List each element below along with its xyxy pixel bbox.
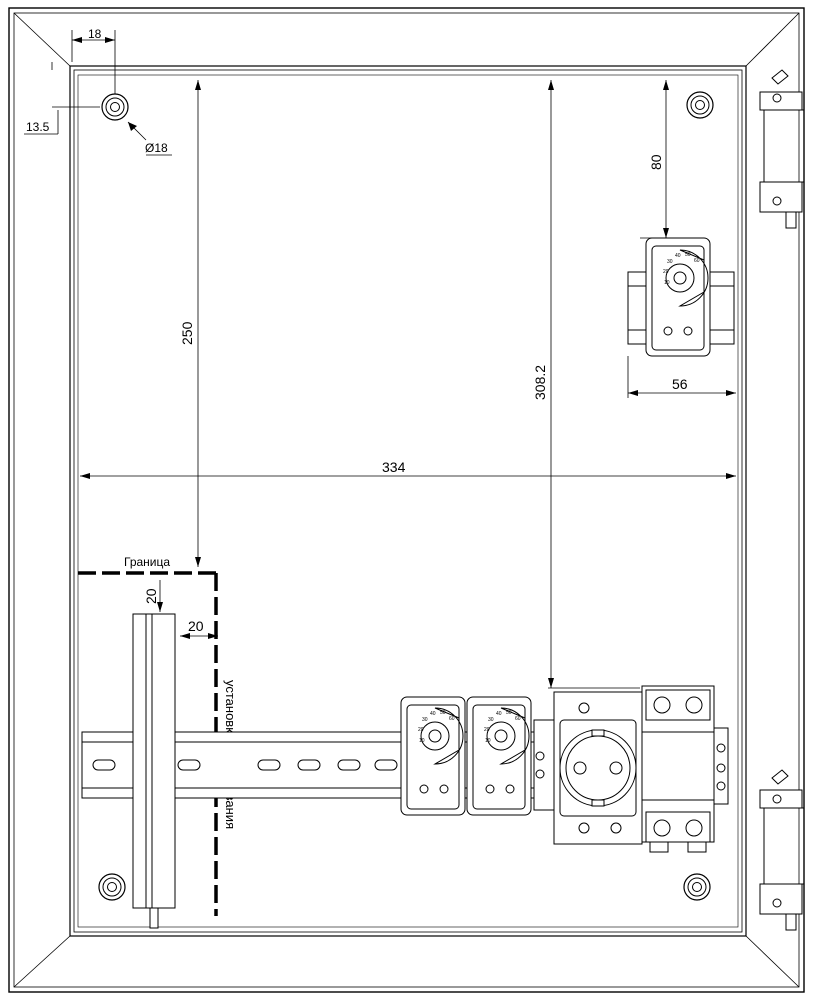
mounting-hole-top-left (101, 93, 129, 121)
scale-label: 40 (675, 253, 681, 259)
thermostat-rail-1 (400, 696, 466, 816)
enclosure-frame (8, 7, 805, 993)
scale-label: 20 (663, 269, 669, 275)
dim-arrowheads (72, 37, 736, 688)
dim-hole-diameter: Ø18 (145, 141, 168, 155)
thermostat-top (627, 237, 735, 357)
dim-offset-x: 18 (88, 27, 102, 41)
mounting-hole-top-right (686, 91, 714, 119)
scale-label: 40 (496, 711, 502, 717)
scale-label: 40 (430, 711, 436, 717)
dim-offset-y: 13.5 (26, 120, 50, 134)
mounting-hole-bottom-left (98, 873, 126, 901)
scale-label: 30 (488, 717, 494, 723)
scale-label: 50 (440, 710, 446, 716)
dim-80: 80 (648, 154, 664, 170)
dim-lines (80, 80, 736, 689)
scale-label: 10 (419, 738, 425, 744)
mounting-hole-bottom-right (683, 873, 711, 901)
scale-label: 60 (694, 258, 700, 264)
scale-label: 20 (484, 727, 490, 733)
scale-label: 30 (667, 259, 673, 265)
hinge-bottom (759, 769, 805, 931)
hole-offset-dimensions (24, 30, 172, 156)
scale-label: 10 (485, 738, 491, 744)
scale-label: 10 (664, 280, 670, 286)
scale-label: 20 (418, 727, 424, 733)
cable-duct (132, 613, 176, 929)
dim-rail-gap-top: 20 (143, 588, 159, 604)
dim-56: 56 (672, 376, 688, 392)
dim-334: 334 (382, 459, 406, 475)
dim-308-2: 308.2 (532, 365, 548, 400)
dim-250: 250 (179, 321, 195, 345)
scale-label: 30 (422, 717, 428, 723)
scale-label: 50 (685, 252, 691, 258)
scale-label: 60 (515, 716, 521, 722)
scale-label: 50 (506, 710, 512, 716)
dim-rail-gap-side: 20 (188, 618, 204, 634)
circuit-breaker (641, 685, 729, 853)
power-socket (553, 691, 643, 845)
thermostat-scales: 10 20 30 40 50 60 10 20 30 40 50 60 10 2… (418, 252, 700, 744)
thermostat-rail-2 (466, 696, 532, 816)
hinge-top (759, 69, 805, 229)
scale-label: 60 (449, 716, 455, 722)
boundary-title: Граница (124, 555, 170, 569)
